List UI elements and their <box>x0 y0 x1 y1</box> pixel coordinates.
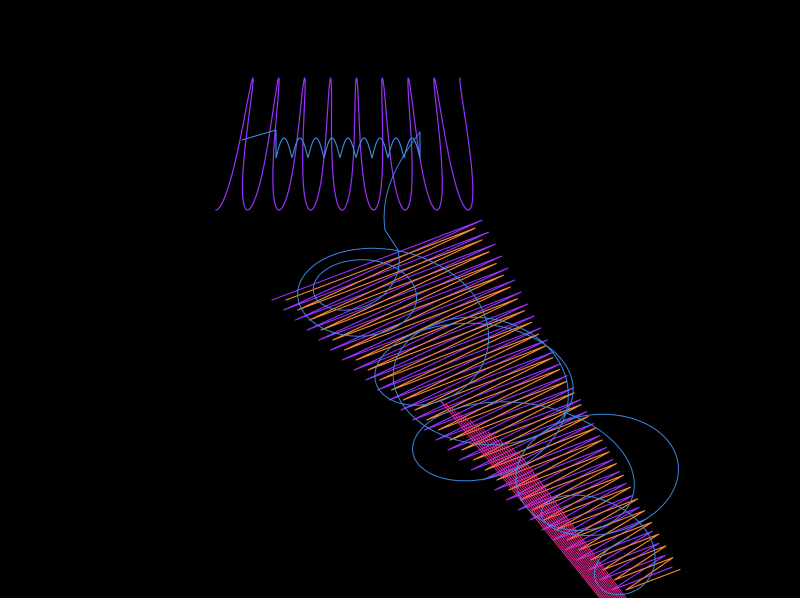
upper-fan-violet <box>215 77 474 211</box>
lower-tail-magenta <box>439 399 627 598</box>
upper-wave-blue <box>241 129 421 159</box>
blue-looping-curve <box>297 131 679 596</box>
